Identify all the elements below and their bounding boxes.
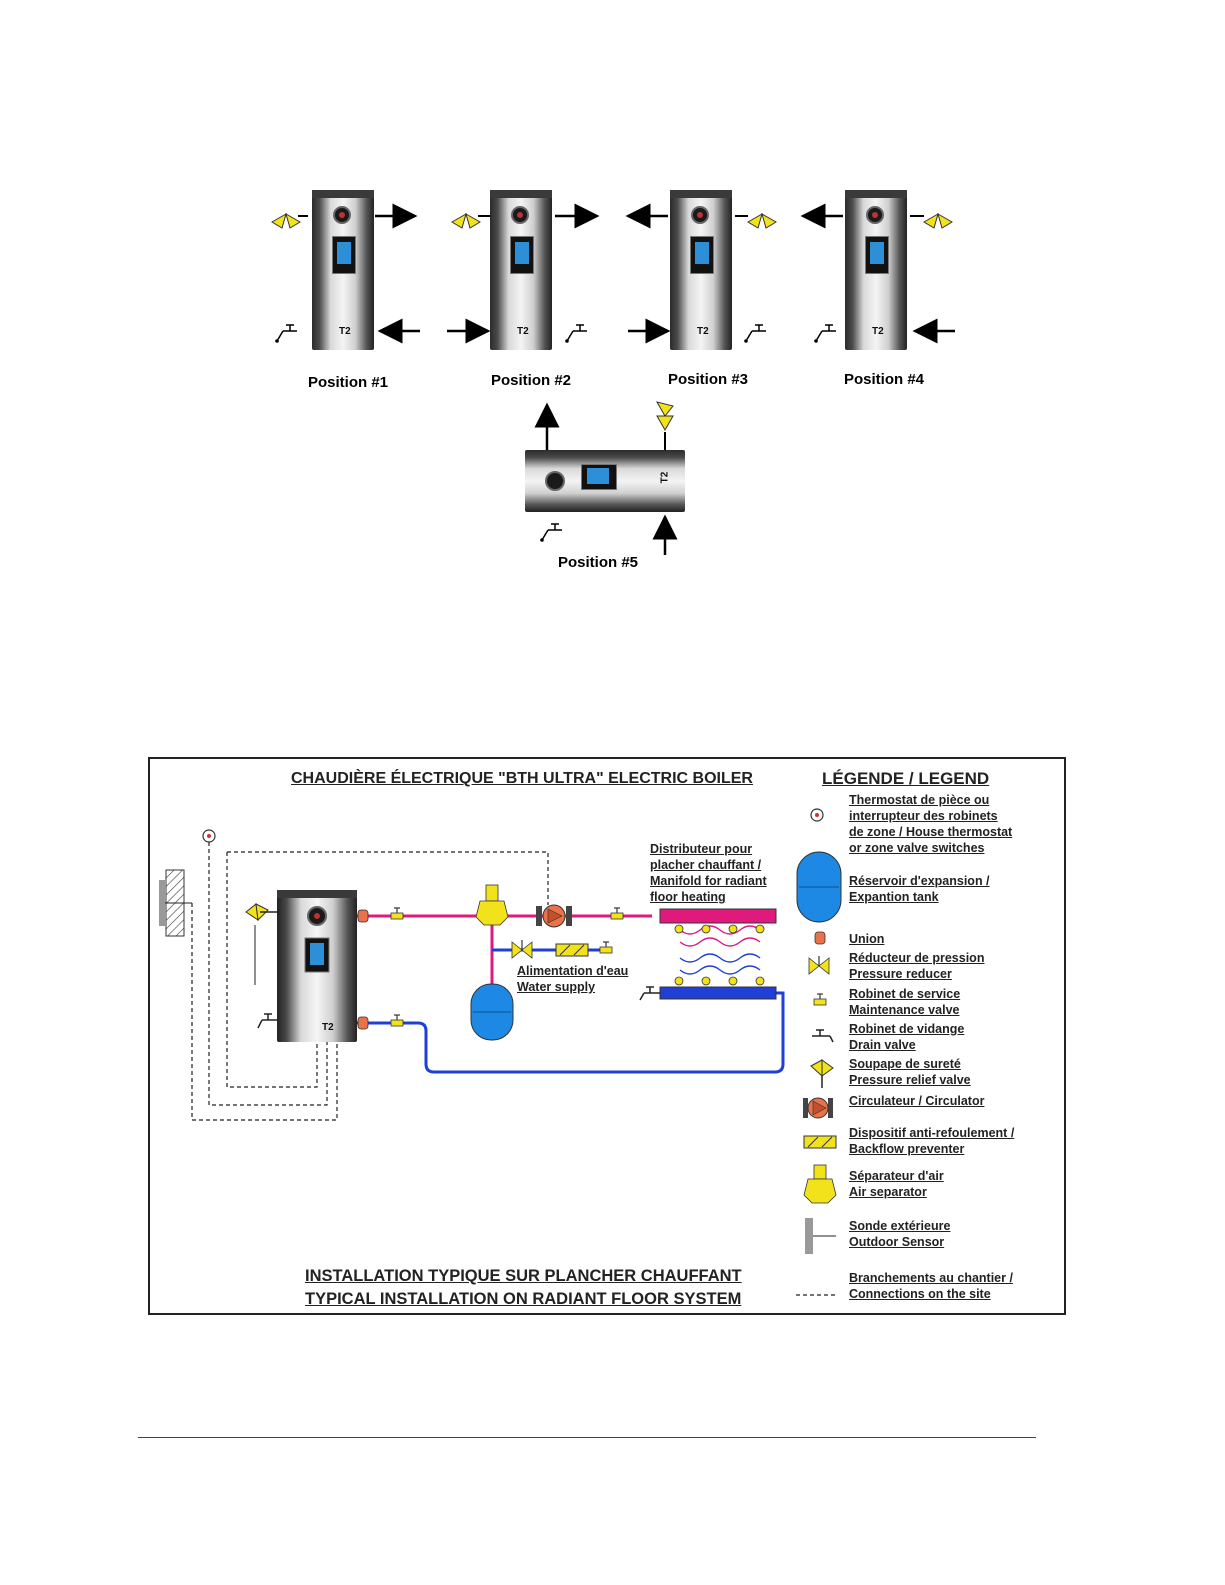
- boiler-drain-valve-icon: [257, 1013, 277, 1029]
- pressure-reducer-icon: [511, 940, 533, 959]
- boiler-logo: T2: [872, 326, 884, 337]
- legend-item-union: Union: [849, 932, 885, 946]
- boiler-logo: T2: [339, 326, 351, 337]
- radiant-floor-manifold: [659, 908, 777, 1000]
- manifold-label: Distributeur pour placher chauffant / Ma…: [650, 842, 767, 904]
- legend-maintenance-valve-icon: [813, 993, 827, 1006]
- pressure-gauge-icon: [691, 206, 709, 224]
- svg-text:T2: T2: [322, 1022, 334, 1033]
- position-arrows-layer: [271, 203, 955, 555]
- maintenance-valve-icon: [610, 907, 624, 920]
- boiler-logo: T2: [517, 326, 529, 337]
- position-2-label: Position #2: [491, 372, 572, 389]
- installation-title-en: TYPICAL INSTALLATION ON RADIANT FLOOR SY…: [305, 1290, 742, 1308]
- boiler-top-cap: [312, 190, 374, 198]
- legend-pressure-reducer-icon: [808, 956, 830, 975]
- position-2-connections: [447, 203, 600, 344]
- boiler-logo: T2: [697, 326, 709, 337]
- circulator-icon: [536, 904, 572, 928]
- legend-item-drain-valve: Robinet de vidange Drain valve: [849, 1022, 965, 1052]
- legend-item-site-connections: Branchements au chantier / Connections o…: [849, 1271, 1013, 1301]
- room-thermostat-icon: [202, 829, 216, 843]
- supply-union-icon: [357, 909, 369, 923]
- legend-drain-valve-icon: [812, 1029, 834, 1043]
- water-supply-label: Alimentation d'eau Water supply: [517, 964, 629, 994]
- return-union-icon: [357, 1016, 369, 1030]
- legend-item-pressure-reducer: Réducteur de pression Pressure reducer: [849, 951, 985, 981]
- boiler-top-cap: [490, 190, 552, 198]
- maintenance-valve-icon: [390, 1014, 404, 1027]
- boiler-position-1: T2: [312, 190, 374, 350]
- boiler-position-5: T2: [525, 450, 685, 512]
- legend-item-outdoor-sensor: Sonde extérieure Outdoor Sensor: [849, 1219, 951, 1249]
- legend-pressure-relief-valve-icon: [810, 1059, 834, 1088]
- control-display: [865, 236, 889, 274]
- maintenance-valve-icon: [599, 941, 613, 954]
- outdoor-sensor-wall: [159, 869, 192, 937]
- boiler-top-cap: [670, 190, 732, 198]
- legend-item-circulator: Circulateur / Circulator: [849, 1094, 985, 1108]
- manifold-drain-valve-icon: [639, 986, 660, 1001]
- position-1-connections: [271, 203, 420, 344]
- boiler-position-3: T2: [670, 190, 732, 350]
- site-connection-wiring: [191, 842, 549, 1121]
- control-display: [332, 236, 356, 274]
- legend-thermostat-icon: [810, 808, 824, 822]
- legend-backflow-preventer-icon: [803, 1135, 837, 1149]
- pressure-gauge-icon: [545, 471, 565, 491]
- control-display: [510, 236, 534, 274]
- legend-title: LÉGENDE / LEGEND: [822, 769, 990, 788]
- legend-expansion-tank-icon: [796, 851, 842, 923]
- boiler-position-4: T2: [845, 190, 907, 350]
- installation-title-fr: INSTALLATION TYPIQUE SUR PLANCHER CHAUFF…: [305, 1267, 742, 1285]
- pressure-gauge-icon: [511, 206, 529, 224]
- position-3-connections: [625, 203, 777, 344]
- legend-union-icon: [814, 931, 826, 945]
- legend-item-expansion-tank: Réservoir d'expansion / Expantion tank: [849, 874, 990, 904]
- position-4-label: Position #4: [844, 371, 925, 388]
- legend-item-maintenance-valve: Robinet de service Maintenance valve: [849, 987, 961, 1017]
- legend-item-air-separator: Séparateur d'air Air separator: [849, 1169, 944, 1199]
- air-separator-icon: [475, 884, 509, 926]
- backflow-preventer-icon: [555, 943, 589, 957]
- boiler-position-2: T2: [490, 190, 552, 350]
- boiler-unit: T2: [277, 890, 357, 1042]
- legend-air-separator-icon: [803, 1164, 837, 1204]
- return-pipe: [357, 991, 785, 1074]
- page-footer-rule: [138, 1437, 1036, 1438]
- legend-item-pressure-relief-valve: Soupape de sureté Pressure relief valve: [849, 1057, 971, 1087]
- position-1-label: Position #1: [308, 374, 389, 391]
- pressure-gauge-icon: [333, 206, 351, 224]
- pressure-gauge-icon: [866, 206, 884, 224]
- position-5-connections: [534, 401, 678, 555]
- position-3-label: Position #3: [668, 371, 749, 388]
- diagram-title: CHAUDIÈRE ÉLECTRIQUE "BTH ULTRA" ELECTRI…: [291, 770, 753, 787]
- expansion-tank-icon: [470, 983, 514, 1041]
- legend-outdoor-sensor-icon: [805, 1218, 836, 1254]
- legend-item-thermostat: Thermostat de pièce ou interrupteur des …: [849, 793, 1013, 855]
- boiler-pressure-relief-valve-icon: [245, 903, 277, 985]
- control-display: [690, 236, 714, 274]
- control-display: [581, 464, 617, 490]
- position-4-connections: [800, 203, 955, 344]
- legend-circulator-icon: [803, 1097, 833, 1119]
- position-5-label: Position #5: [558, 554, 639, 571]
- legend-item-backflow-preventer: Dispositif anti-refoulement / Backflow p…: [849, 1126, 1015, 1156]
- maintenance-valve-icon: [390, 907, 404, 920]
- boiler-top-cap: [845, 190, 907, 198]
